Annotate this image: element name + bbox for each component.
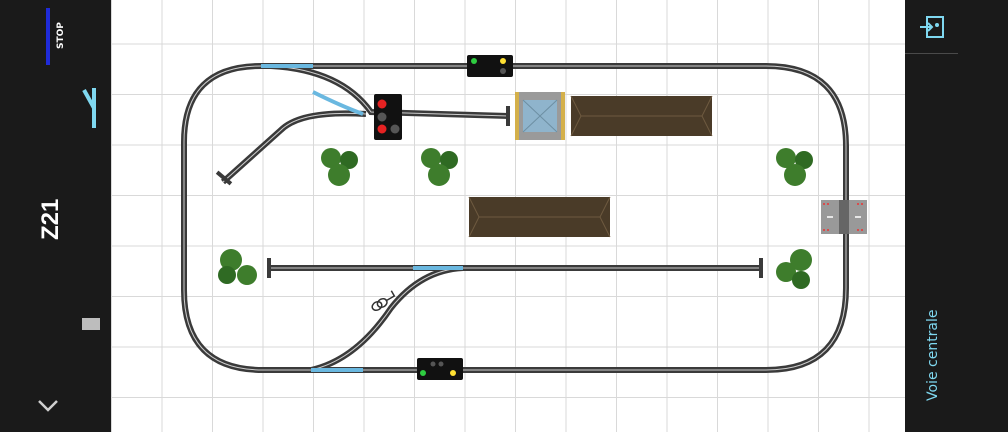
track-layout-canvas[interactable] [111,0,905,432]
stop-button[interactable]: STOP [56,22,66,50]
tree-5[interactable] [776,249,812,289]
tree-2[interactable] [421,148,458,186]
z21-logo-text: Z21 [37,199,64,240]
track-plan[interactable] [111,0,905,432]
tree-1[interactable] [321,148,358,186]
signal-top[interactable] [467,55,513,77]
left-sidebar: STOP Z21 [0,0,111,432]
left-spur-track[interactable] [215,110,367,186]
signal-bottom[interactable] [417,358,463,380]
chevron-down-icon[interactable] [36,396,60,414]
turnout-icon[interactable] [80,86,104,130]
tree-4[interactable] [218,249,257,285]
middle-track[interactable] [267,258,763,278]
right-divider [905,53,958,54]
exit-lock-icon[interactable] [918,14,946,40]
tree-3[interactable] [776,148,813,186]
active-turnouts[interactable] [261,64,463,372]
right-panel [905,0,1008,432]
outer-loop-track[interactable] [181,63,849,373]
level-crossing[interactable] [821,200,867,234]
flag-icon[interactable] [80,316,104,332]
diagonal-connector-track[interactable] [310,265,464,373]
station-platform[interactable] [515,92,565,140]
uncoupler-icon[interactable] [370,290,397,312]
track-name-label: Voie centrale [925,309,941,401]
warehouse-middle[interactable] [468,196,611,238]
signal-main-red[interactable] [374,94,402,140]
z21-logo[interactable]: Z21 [34,190,64,242]
warehouse-top[interactable] [570,95,713,137]
stop-indicator[interactable] [46,8,50,65]
